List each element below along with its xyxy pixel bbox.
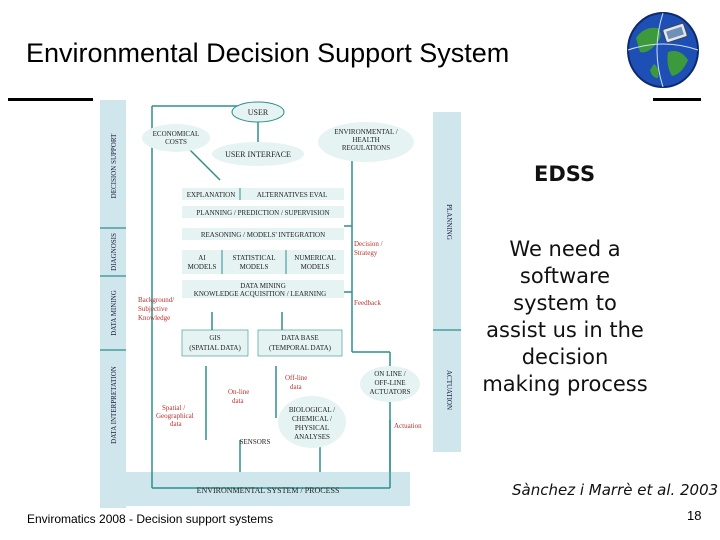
side-label-data-mining: DATA MINING xyxy=(110,290,118,336)
diagram-ai-models-line1: AI xyxy=(198,254,206,262)
diagram-bio-line4: ANALYSES xyxy=(294,433,330,441)
diagram-online-offline-line2: OFF-LINE xyxy=(374,379,405,387)
side-label-decision-support: DECISION SUPPORT xyxy=(110,133,118,198)
diagram-bio-line2: CHEMICAL / xyxy=(292,415,332,423)
diagram-spatial-data-line3: data xyxy=(170,420,183,428)
side-label-actuation: ACTUATION xyxy=(445,370,453,410)
diagram-planning: PLANNING / PREDICTION / SUPERVISION xyxy=(196,209,329,217)
diagram-alternatives: ALTERNATIVES EVAL xyxy=(257,191,328,199)
diagram-background-line1: Background/ xyxy=(138,296,174,304)
diagram-numerical-models-line2: MODELS xyxy=(301,263,330,271)
description-text: We need a software system to assist us i… xyxy=(482,237,648,396)
diagram-data-mining-line2: KNOWLEDGE ACQUISITION / LEARNING xyxy=(194,290,326,298)
diagram-economical-costs-line1: ECONOMICAL xyxy=(153,130,200,138)
diagram-env-health-line2: HEALTH xyxy=(352,136,379,144)
edss-diagram: DECISION SUPPORT DIAGNOSIS DATA MINING D… xyxy=(100,100,461,508)
diagram-statistical-models-line1: STATISTICAL xyxy=(233,254,276,262)
diagram-user: USER xyxy=(248,108,269,117)
diagram-decision-strategy-line1: Decision / xyxy=(354,240,383,248)
diagram-ai-models-line2: MODELS xyxy=(188,263,217,271)
diagram-online-offline-line3: ACTUATORS xyxy=(369,388,410,396)
diagram-bio-line1: BIOLOGICAL / xyxy=(289,406,335,414)
diagram-reasoning: REASONING / MODELS' INTEGRATION xyxy=(201,231,325,239)
page-number: 18 xyxy=(687,508,702,523)
globe-logo xyxy=(627,12,699,88)
diagram-database-line2: (TEMPORAL DATA) xyxy=(269,344,332,352)
diagram-sensors: SENSORS xyxy=(240,438,271,446)
citation: Sànchez i Marrè et al. 2003 xyxy=(512,481,719,499)
diagram-online-offline-line1: ON LINE / xyxy=(374,370,406,378)
diagram-offline-data-line1: Off-line xyxy=(285,374,307,382)
diagram-economical-costs-line2: COSTS xyxy=(165,138,187,146)
title-rule-right xyxy=(653,98,701,101)
diagram-offline-data-line2: data xyxy=(290,383,303,391)
diagram-bio-line3: PHYSICAL xyxy=(295,424,329,432)
diagram-online-data-line1: On-line xyxy=(228,388,249,396)
footer-text: Enviromatics 2008 - Decision support sys… xyxy=(27,512,274,526)
side-label-data-interpretation: DATA INTERPRETATION xyxy=(110,366,118,444)
side-label-diagnosis: DIAGNOSIS xyxy=(110,233,118,271)
edss-heading: EDSS xyxy=(534,162,596,186)
diagram-statistical-models-line2: MODELS xyxy=(240,263,269,271)
diagram-numerical-models-line1: NUMERICAL xyxy=(294,254,336,262)
slide-title: Environmental Decision Support System xyxy=(26,38,510,68)
diagram-explanation: EXPLANATION xyxy=(187,191,236,199)
diagram-data-mining-line1: DATA MINING xyxy=(240,282,286,290)
diagram-gis-line2: (SPATIAL DATA) xyxy=(189,344,241,352)
title-rule-left xyxy=(8,98,93,101)
diagram-background-line2: Subjective xyxy=(138,305,168,313)
diagram-feedback: Feedback xyxy=(354,299,381,307)
diagram-gis-line1: GIS xyxy=(209,334,220,342)
diagram-online-data-line2: data xyxy=(232,397,245,405)
diagram-background-line3: Knowledge xyxy=(138,314,170,322)
side-label-planning: PLANNING xyxy=(445,204,453,240)
diagram-spatial-data-line1: Spatial / xyxy=(162,404,185,412)
diagram-actuation: Actuation xyxy=(394,422,422,430)
diagram-env-health-line1: ENVIRONMENTAL / xyxy=(334,128,398,136)
diagram-decision-strategy-line2: Strategy xyxy=(354,249,378,257)
diagram-spatial-data-line2: Geographical xyxy=(156,412,194,420)
diagram-user-interface: USER INTERFACE xyxy=(225,150,291,159)
diagram-env-health-line3: REGULATIONS xyxy=(342,144,390,152)
diagram-env-system: ENVIRONMENTAL SYSTEM / PROCESS xyxy=(197,486,340,495)
diagram-database-line1: DATA BASE xyxy=(281,334,318,342)
